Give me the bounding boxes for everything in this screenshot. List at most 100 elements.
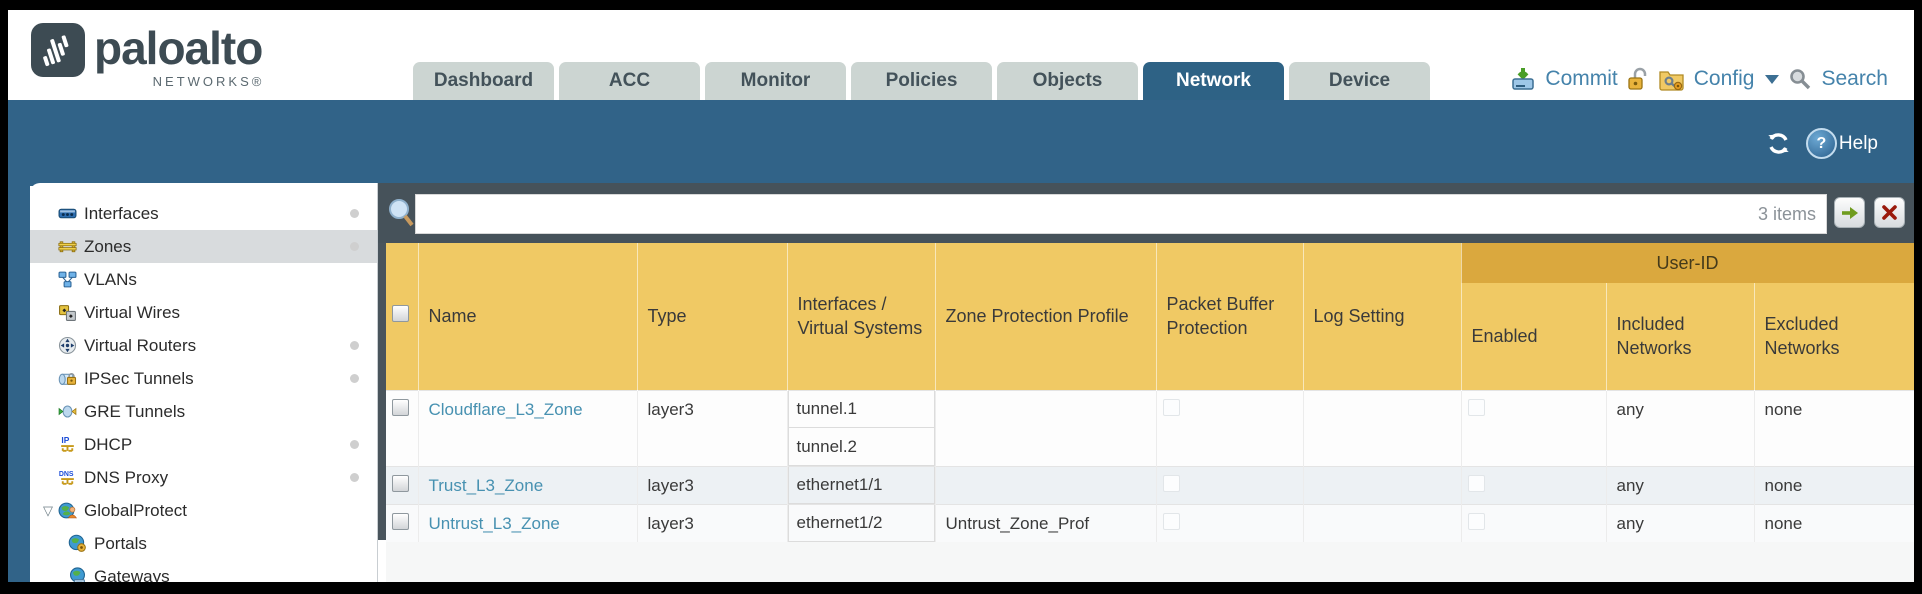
zone-interfaces-cell: ethernet1/1	[787, 465, 936, 504]
column-header-interfaces[interactable]: Interfaces / Virtual Systems	[787, 243, 936, 390]
tab-objects[interactable]: Objects	[997, 62, 1138, 100]
sidebar-item-zones[interactable]: Zones	[30, 230, 377, 263]
red-x-icon	[1882, 205, 1897, 220]
sidebar-item-dhcp[interactable]: IP DHCP	[30, 428, 377, 461]
zone-name-link[interactable]: Untrust_L3_Zone	[428, 513, 560, 533]
svg-text:DNS: DNS	[59, 471, 74, 478]
user-id-enabled-cell	[1461, 389, 1607, 466]
column-group-user-id: User-ID	[1461, 243, 1914, 283]
zone-type-cell: layer3	[637, 389, 788, 466]
search-button[interactable]: Search	[1821, 67, 1888, 90]
zone-name-link[interactable]: Trust_L3_Zone	[428, 475, 544, 495]
sidebar-item-portals[interactable]: Portals	[30, 527, 377, 560]
filter-input-wrap: 3 items	[415, 194, 1827, 234]
column-header-name[interactable]: Name	[418, 243, 638, 390]
lock-unlocked-icon[interactable]	[1627, 67, 1649, 91]
column-header-log-setting[interactable]: Log Setting	[1303, 243, 1462, 390]
status-dot	[350, 242, 359, 251]
virtual-wires-icon	[58, 303, 77, 322]
packet-buffer-protection-checkbox	[1162, 512, 1180, 530]
help-label[interactable]: Help	[1838, 132, 1878, 154]
sidebar-item-label: GlobalProtect	[84, 500, 187, 520]
interface-entry: tunnel.1	[787, 389, 935, 428]
commit-icon[interactable]	[1510, 66, 1536, 92]
excluded-networks-cell: none	[1754, 465, 1914, 504]
config-button[interactable]: Config	[1693, 67, 1755, 90]
row-select-checkbox[interactable]	[392, 512, 409, 530]
select-all-checkbox[interactable]	[392, 305, 409, 323]
column-header-enabled[interactable]: Enabled	[1461, 283, 1607, 390]
sidebar-item-gre-tunnels[interactable]: GRE Tunnels	[30, 395, 377, 428]
green-arrow-icon	[1841, 206, 1858, 219]
filter-input[interactable]	[416, 195, 1758, 233]
tab-dashboard[interactable]: Dashboard	[413, 62, 554, 100]
row-select-checkbox[interactable]	[392, 398, 409, 416]
sidebar-item-interfaces[interactable]: Interfaces	[30, 197, 377, 230]
excluded-networks-cell: none	[1754, 389, 1914, 466]
tab-device[interactable]: Device	[1289, 62, 1430, 100]
excluded-networks-cell: none	[1754, 503, 1914, 542]
zones-table: Name Type Interfaces / Virtual Systems Z…	[386, 243, 1914, 542]
search-icon[interactable]	[1788, 67, 1812, 91]
help-icon[interactable]: ?	[1805, 128, 1837, 159]
sidebar-item-virtual-wires[interactable]: Virtual Wires	[30, 296, 377, 329]
paloalto-logo-text: paloalto NETWORKS®	[94, 22, 263, 89]
sidebar-item-label: DNS Proxy	[84, 467, 169, 487]
tab-monitor[interactable]: Monitor	[705, 62, 846, 100]
zone-name-cell: Untrust_L3_Zone	[418, 503, 638, 542]
config-icon[interactable]	[1658, 66, 1685, 92]
apply-filter-button[interactable]	[1834, 197, 1865, 228]
sidebar-item-label: Portals	[94, 533, 147, 553]
column-header-included-networks[interactable]: Included Networks	[1606, 283, 1755, 390]
sidebar-item-label: Virtual Wires	[84, 302, 181, 322]
user-id-enabled-cell	[1461, 465, 1607, 504]
portals-icon	[68, 534, 87, 553]
gre-tunnels-icon	[58, 402, 77, 421]
zone-interfaces-cell: ethernet1/2	[787, 503, 936, 542]
status-dot	[350, 341, 359, 350]
column-header-zone-protection-profile[interactable]: Zone Protection Profile	[935, 243, 1157, 390]
sidebar-item-virtual-routers[interactable]: Virtual Routers	[30, 329, 377, 362]
dns-proxy-icon: DNS	[58, 468, 77, 487]
column-header-type[interactable]: Type	[637, 243, 788, 390]
config-caret-icon[interactable]	[1765, 74, 1780, 84]
zone-protection-profile-cell	[935, 465, 1157, 504]
items-count: 3 items	[1757, 203, 1816, 224]
tab-policies[interactable]: Policies	[851, 62, 992, 100]
zone-name-link[interactable]: Cloudflare_L3_Zone	[428, 399, 583, 419]
status-dot	[350, 374, 359, 383]
zone-protection-profile-cell	[935, 389, 1157, 466]
clear-filter-button[interactable]	[1874, 197, 1905, 228]
sidebar-item-vlans[interactable]: VLANs	[30, 263, 377, 296]
column-header-packet-buffer-protection[interactable]: Packet Buffer Protection	[1156, 243, 1304, 390]
utility-bar: Commit Config	[1510, 60, 1888, 98]
expander-open-icon[interactable]: ▽	[43, 502, 53, 518]
sidebar-item-ipsec-tunnels[interactable]: IPSec Tunnels	[30, 362, 377, 395]
tab-acc[interactable]: ACC	[559, 62, 700, 100]
svg-text:IP: IP	[61, 435, 69, 445]
sidebar-item-label: Interfaces	[84, 203, 159, 223]
teal-left-strip	[8, 100, 30, 582]
table-left-gutter	[378, 243, 386, 540]
packet-buffer-protection-checkbox	[1162, 398, 1180, 416]
sidebar-item-label: DHCP	[84, 434, 133, 454]
sidebar-item-globalprotect[interactable]: ▽ GlobalProtect	[30, 494, 377, 527]
row-select-checkbox[interactable]	[392, 474, 409, 492]
commit-button[interactable]: Commit	[1545, 67, 1618, 90]
included-networks-cell: any	[1606, 503, 1755, 542]
sidebar-item-label: Zones	[84, 236, 132, 256]
sidebar-item-label: VLANs	[84, 269, 137, 289]
teal-band	[8, 100, 1914, 186]
help-link[interactable]: ? Help	[1805, 128, 1878, 159]
zone-name-cell: Trust_L3_Zone	[418, 465, 638, 504]
column-header-excluded-networks[interactable]: Excluded Networks	[1754, 283, 1914, 390]
sidebar-item-dns-proxy[interactable]: DNS DNS Proxy	[30, 461, 377, 494]
sidebar-item-gateways[interactable]: Gateways	[30, 560, 377, 582]
tab-network[interactable]: Network	[1143, 62, 1284, 100]
refresh-icon[interactable]	[1765, 130, 1792, 157]
